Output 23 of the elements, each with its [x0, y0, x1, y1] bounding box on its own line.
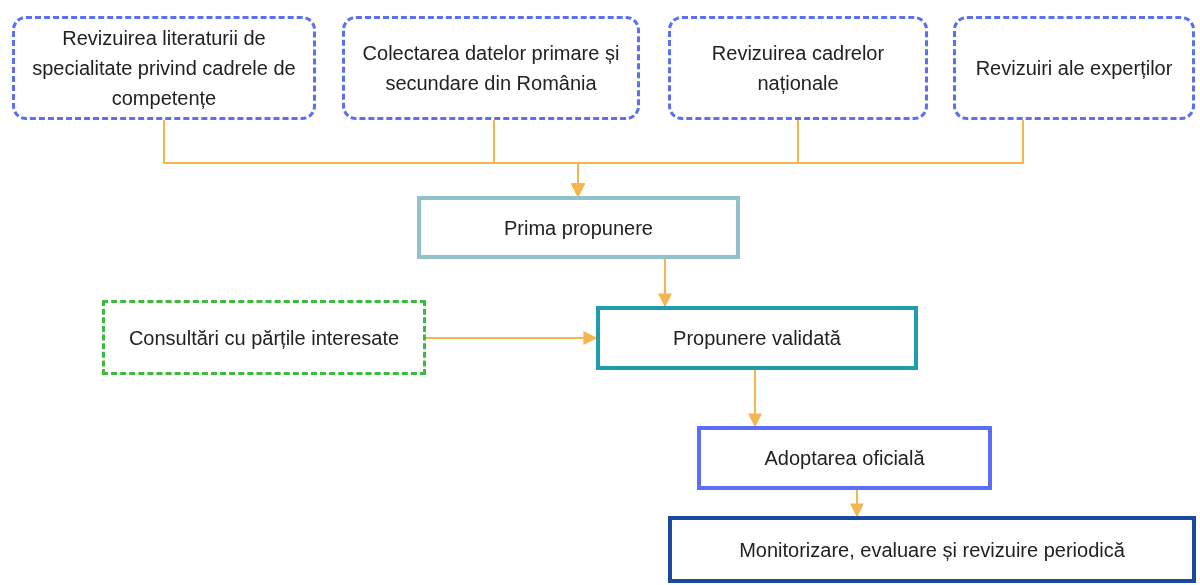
box-label: Prima propunere — [504, 215, 653, 241]
process-box — [342, 16, 640, 120]
connector-arrow — [571, 119, 1024, 198]
box-label: Revizuiri ale experților — [975, 56, 1173, 81]
process-box — [668, 16, 928, 120]
box-label: Adoptarea oficială — [764, 446, 925, 471]
connector-arrow — [658, 258, 672, 308]
box-label: Colectarea datelor primare și secundare din România — [361, 41, 621, 96]
box-label: Consultări cu părțile interesate — [128, 325, 400, 351]
process-box — [953, 16, 1195, 120]
process-box — [102, 300, 426, 375]
box-label: Revizuirea literaturii de specialitate privind cadrele de competențe — [31, 26, 297, 111]
connector-arrow — [748, 369, 762, 428]
box-label: Propunere validată — [673, 326, 841, 351]
connector-arrow — [425, 331, 598, 345]
process-box — [596, 306, 918, 370]
connector-arrow — [850, 489, 864, 518]
process-box — [12, 16, 316, 120]
process-box — [417, 196, 740, 259]
process-box — [668, 516, 1196, 583]
process-box — [697, 426, 992, 490]
box-label: Revizuirea cadrelor naționale — [710, 41, 886, 96]
box-label: Monitorizare, evaluare și revizuire periodică — [739, 537, 1125, 563]
